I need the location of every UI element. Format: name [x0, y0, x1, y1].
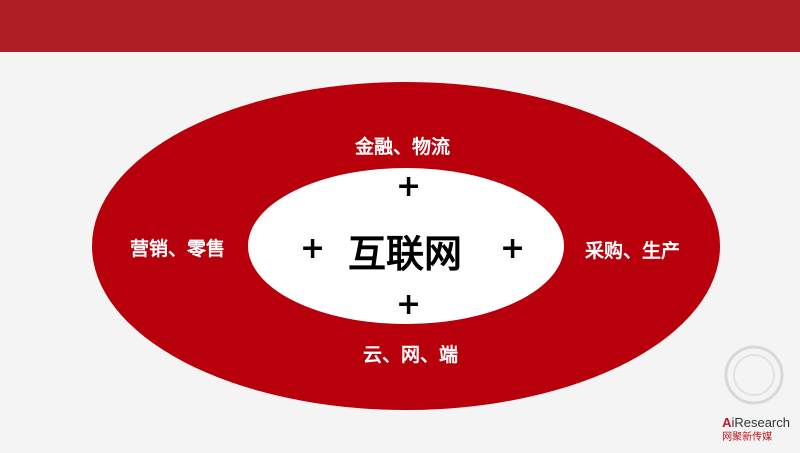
plus-sign-left: +	[300, 231, 326, 266]
brand-logo: AiResearch 网聚新传媒	[722, 415, 790, 443]
plus-sign-right: +	[500, 231, 526, 266]
watermark-seal-icon	[724, 345, 784, 405]
brand-subtitle: 网聚新传媒	[722, 432, 773, 443]
center-title: 互联网	[348, 231, 463, 276]
label-left: 营销、零售	[130, 238, 226, 260]
header-bar	[0, 0, 800, 52]
inner-ellipse	[248, 168, 564, 324]
label-bottom: 云、网、端	[363, 344, 459, 366]
brand-accent: A	[722, 415, 732, 430]
brand-name: iResearch	[731, 415, 790, 430]
label-right: 采购、生产	[585, 240, 681, 262]
plus-sign-bottom: +	[396, 287, 422, 322]
plus-sign-top: +	[396, 169, 422, 204]
label-top: 金融、物流	[355, 136, 451, 158]
